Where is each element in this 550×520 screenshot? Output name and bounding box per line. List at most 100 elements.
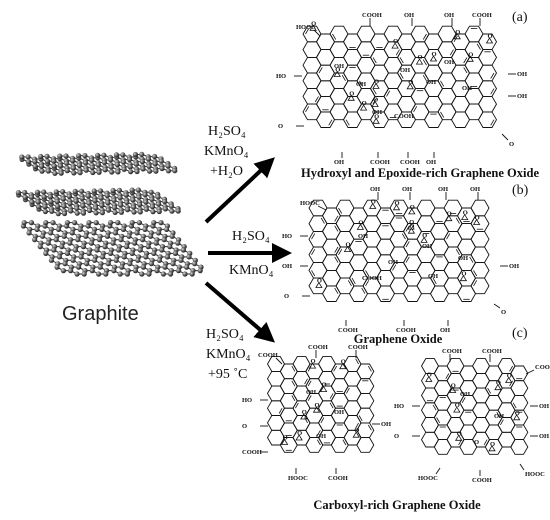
svg-text:OH: OH bbox=[372, 109, 382, 116]
graphite-label: Graphite bbox=[62, 303, 139, 325]
svg-text:OH: OH bbox=[444, 59, 454, 66]
svg-text:COOH: COOH bbox=[308, 344, 328, 351]
svg-text:O: O bbox=[410, 204, 415, 211]
svg-text:O: O bbox=[422, 232, 427, 239]
svg-text:O: O bbox=[335, 67, 340, 74]
svg-text:O: O bbox=[432, 51, 437, 58]
svg-text:OH: OH bbox=[422, 243, 432, 250]
reagent-b-2: KMnO₄ bbox=[229, 263, 274, 278]
caption-b: Graphene Oxide bbox=[354, 332, 443, 346]
svg-text:OH: OH bbox=[517, 71, 527, 78]
svg-text:OH: OH bbox=[358, 233, 368, 240]
svg-text:O: O bbox=[374, 113, 379, 120]
reagent-c-2: KMnO₄ bbox=[206, 347, 251, 362]
svg-text:COOH: COOH bbox=[370, 159, 390, 166]
svg-text:COOH: COOH bbox=[328, 475, 348, 482]
svg-text:OH: OH bbox=[458, 255, 468, 262]
svg-text:O: O bbox=[315, 402, 320, 409]
svg-text:OH: OH bbox=[426, 159, 436, 166]
svg-text:COOH: COOH bbox=[258, 352, 278, 359]
svg-text:OH: OH bbox=[444, 12, 454, 19]
svg-text:OH: OH bbox=[400, 67, 410, 74]
svg-text:OH: OH bbox=[356, 81, 366, 88]
svg-text:O: O bbox=[341, 359, 346, 366]
svg-text:OH: OH bbox=[402, 186, 412, 193]
svg-text:OH: OH bbox=[539, 433, 549, 440]
svg-text:OH: OH bbox=[334, 159, 344, 166]
svg-text:O: O bbox=[509, 141, 514, 148]
svg-text:OH: OH bbox=[370, 186, 380, 193]
svg-text:O: O bbox=[463, 210, 468, 217]
svg-text:COOH: COOH bbox=[242, 449, 262, 456]
graphite-stack bbox=[15, 151, 204, 277]
svg-text:O: O bbox=[302, 409, 307, 416]
arrow-to-c bbox=[204, 281, 276, 343]
svg-text:O: O bbox=[284, 293, 289, 300]
svg-text:COOH: COOH bbox=[442, 348, 462, 355]
svg-text:COOH: COOH bbox=[396, 327, 416, 334]
svg-text:OH: OH bbox=[509, 263, 519, 270]
panel-label-a: (a) bbox=[512, 10, 528, 25]
svg-text:O: O bbox=[409, 219, 414, 226]
svg-text:O: O bbox=[373, 97, 378, 104]
svg-text:O: O bbox=[461, 271, 466, 278]
svg-text:HO: HO bbox=[282, 233, 292, 240]
svg-text:OH: OH bbox=[438, 186, 448, 193]
svg-text:O: O bbox=[374, 78, 379, 85]
svg-text:O: O bbox=[455, 402, 460, 409]
arrow-to-a bbox=[204, 157, 275, 224]
reagents-route-b: H₂SO₄ KMnO₄ bbox=[229, 229, 274, 278]
svg-text:COOH: COOH bbox=[348, 344, 368, 351]
svg-text:O: O bbox=[515, 410, 520, 417]
svg-text:HOOC: HOOC bbox=[525, 471, 545, 478]
svg-text:O: O bbox=[346, 242, 351, 249]
svg-text:O: O bbox=[297, 430, 302, 437]
svg-text:O: O bbox=[451, 383, 456, 390]
svg-text:COOH: COOH bbox=[472, 477, 492, 484]
svg-text:O: O bbox=[283, 435, 288, 442]
svg-text:OH: OH bbox=[494, 413, 504, 420]
svg-text:OH: OH bbox=[334, 409, 344, 416]
panel-label-b: (b) bbox=[512, 183, 529, 198]
svg-text:COOH: COOH bbox=[338, 327, 358, 334]
reagents-route-c: H₂SO₄ KMnO₄ +95 ˚C bbox=[206, 327, 251, 382]
svg-text:O: O bbox=[242, 423, 247, 430]
svg-text:OH: OH bbox=[306, 389, 316, 396]
svg-text:O: O bbox=[278, 123, 283, 130]
svg-text:HOOC: HOOC bbox=[300, 200, 320, 207]
svg-text:OH: OH bbox=[460, 391, 470, 398]
svg-text:O: O bbox=[496, 380, 501, 387]
reagent-a-2: KMnO₄ bbox=[204, 144, 249, 159]
svg-text:OH: OH bbox=[381, 421, 391, 428]
svg-text:O: O bbox=[394, 433, 399, 440]
svg-text:COOH: COOH bbox=[535, 364, 550, 371]
svg-text:OH: OH bbox=[440, 327, 450, 334]
svg-text:O: O bbox=[354, 427, 359, 434]
svg-text:COOH: COOH bbox=[394, 113, 414, 120]
svg-text:O: O bbox=[393, 38, 398, 45]
svg-text:OH: OH bbox=[404, 12, 414, 19]
svg-text:O: O bbox=[468, 51, 473, 58]
svg-text:HOOC: HOOC bbox=[288, 475, 308, 482]
svg-text:O: O bbox=[408, 79, 413, 86]
svg-text:O: O bbox=[474, 439, 479, 446]
reagent-b-1: H₂SO₄ bbox=[232, 229, 270, 244]
svg-text:O: O bbox=[349, 90, 354, 97]
svg-text:O: O bbox=[317, 278, 322, 285]
svg-text:O: O bbox=[409, 223, 414, 230]
svg-text:OH: OH bbox=[282, 263, 292, 270]
svg-text:OH: OH bbox=[428, 273, 438, 280]
svg-text:HO: HO bbox=[276, 73, 286, 80]
svg-text:COOH: COOH bbox=[482, 348, 502, 355]
svg-text:O: O bbox=[358, 219, 363, 226]
svg-text:OH: OH bbox=[539, 403, 549, 410]
reagent-a-3: +H₂O bbox=[210, 164, 243, 179]
svg-text:O: O bbox=[488, 33, 493, 40]
svg-text:OH: OH bbox=[316, 433, 326, 440]
svg-text:HO: HO bbox=[242, 397, 252, 404]
svg-text:O: O bbox=[447, 211, 452, 218]
svg-text:HO: HO bbox=[394, 403, 404, 410]
svg-text:OH: OH bbox=[426, 79, 436, 86]
